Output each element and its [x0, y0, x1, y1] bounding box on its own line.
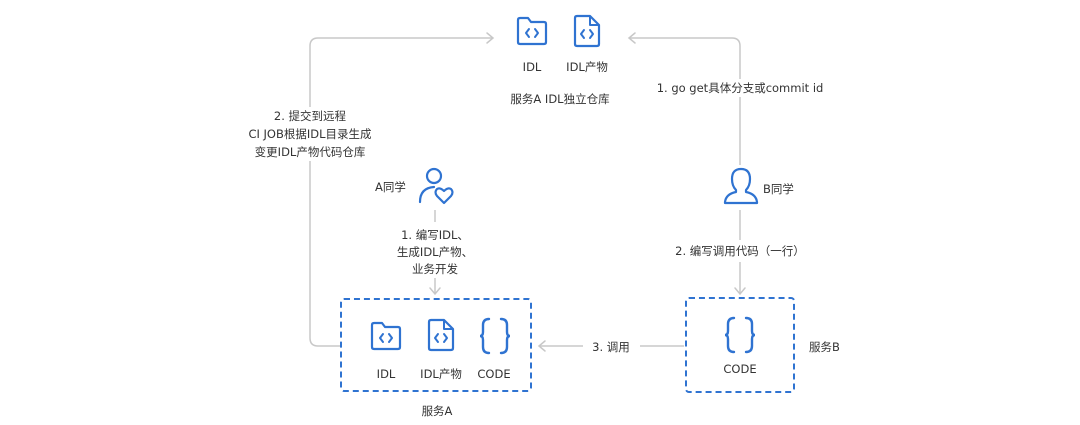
right-step-line1: 1. go get具体分支或commit id	[653, 79, 827, 97]
call-label: 3. 调用	[592, 340, 630, 354]
person-icon	[722, 166, 760, 210]
service-a-code-label: CODE	[477, 367, 511, 381]
repo-title: 服务A IDL独立仓库	[510, 92, 610, 106]
service-a-idl-label: IDL	[376, 367, 396, 381]
person-a-step-line3: 业务开发	[412, 262, 458, 276]
service-a-artifact-file-icon	[426, 318, 456, 356]
repo-idl-label: IDL	[522, 60, 542, 74]
service-b-code-label: CODE	[723, 362, 757, 376]
service-a-name: 服务A	[421, 404, 453, 418]
left-step-line1: 2. 提交到远程	[270, 107, 350, 125]
service-a-box	[340, 298, 532, 392]
service-b-code-braces-icon	[723, 316, 757, 358]
idl-artifact-file-icon	[572, 14, 602, 52]
person-b-step: 2. 编写调用代码（一行）	[675, 244, 805, 258]
person-b-label: B同学	[763, 182, 794, 196]
service-b-box	[685, 297, 795, 393]
person-a-step-line1: 1. 编写IDL、	[401, 228, 469, 242]
person-heart-icon	[416, 166, 456, 212]
person-a-step-line2: 生成IDL产物、	[396, 245, 474, 259]
repo-artifact-label: IDL产物	[566, 60, 608, 74]
service-b-name: 服务B	[809, 340, 840, 354]
service-a-artifact-label: IDL产物	[420, 367, 462, 381]
left-step-line3: 变更IDL产物代码仓库	[251, 143, 369, 161]
service-a-code-braces-icon	[478, 317, 512, 359]
person-a-label: A同学	[375, 180, 406, 194]
service-a-idl-folder-icon	[370, 321, 402, 355]
idl-folder-icon	[516, 16, 548, 50]
left-step-line2: CI JOB根据IDL目录生成	[245, 125, 375, 143]
